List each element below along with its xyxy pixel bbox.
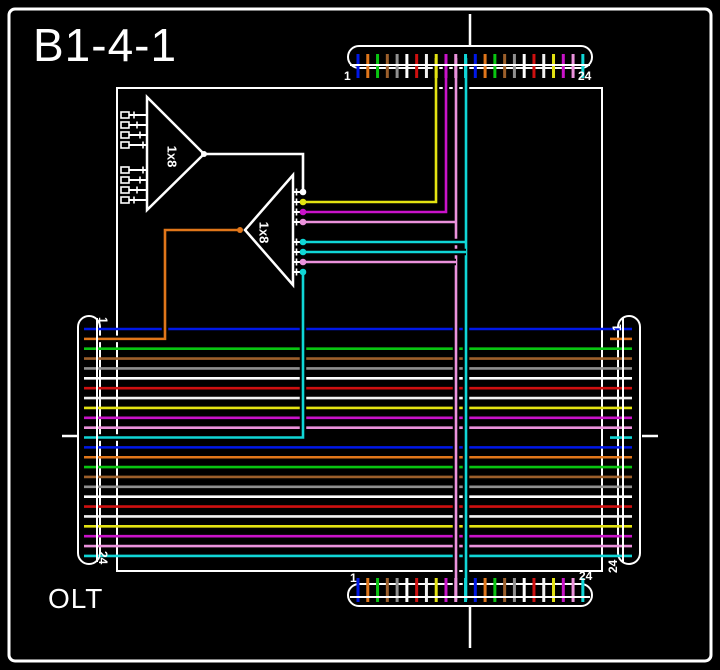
splitter-2-port-dot-3: [299, 208, 307, 216]
splitter-1-port-square: [120, 166, 130, 174]
wire-orange-left-strip-fiber-2: [84, 228, 240, 341]
splitter-2-input-dot: [237, 227, 243, 233]
splitter-2-port-dot-7: [299, 258, 307, 266]
top-strip-first-label: 1: [344, 69, 351, 83]
splitter-2-port-dot-4: [299, 218, 307, 226]
left-strip-last-label: 24: [96, 551, 110, 565]
wire-violet-splitter-2-port-3: [303, 58, 448, 214]
splitter-1-input-dot: [201, 151, 207, 157]
splitter-2-port-dot-6: [299, 248, 307, 256]
top-strip-last-label: 24: [578, 69, 592, 83]
page-title: B1-4-1: [33, 19, 178, 71]
splitter-2-label: 1x8: [256, 221, 272, 244]
splitter-1-port-square: [120, 111, 130, 119]
right-strip-outline: [617, 315, 641, 565]
splitter-1-port-square: [120, 176, 130, 184]
right-strip-first-label: 1: [610, 324, 624, 331]
olt-label: OLT: [48, 583, 104, 614]
splitter-1-label: 1x8: [164, 145, 180, 168]
splitter-2-port-dot-5: [299, 238, 307, 246]
outer-frame: [7, 7, 713, 663]
splitter-1-port-square: [120, 131, 130, 139]
left-strip-first-label: 1: [96, 317, 110, 324]
splitter-2-port-dot-8: [299, 268, 307, 276]
splitter-1-port-square: [120, 186, 130, 194]
wire-halo: [303, 58, 450, 216]
splitter-1-body: [145, 93, 206, 213]
splitter-2-body: [243, 171, 295, 289]
splitter-1-port-square: [120, 121, 130, 129]
splitter-2-port-dot-1: [299, 188, 307, 196]
bottom-strip-last-label: 24: [579, 569, 593, 583]
splitter-1-port-square: [120, 196, 130, 204]
splitter-1-port-square: [120, 141, 130, 149]
wire-white-splitter-2-port-1: [204, 152, 305, 192]
wire-aqua-splitter-2-port-8: [84, 272, 305, 439]
bottom-strip-outline: [347, 583, 593, 607]
bottom-strip-first-label: 1: [350, 571, 357, 585]
right-strip-last-label: 24: [606, 559, 620, 573]
wire-halo: [303, 58, 440, 206]
splitter-2-port-dot-2: [299, 198, 307, 206]
wire-yellow-splitter-2-port-2: [303, 58, 438, 204]
